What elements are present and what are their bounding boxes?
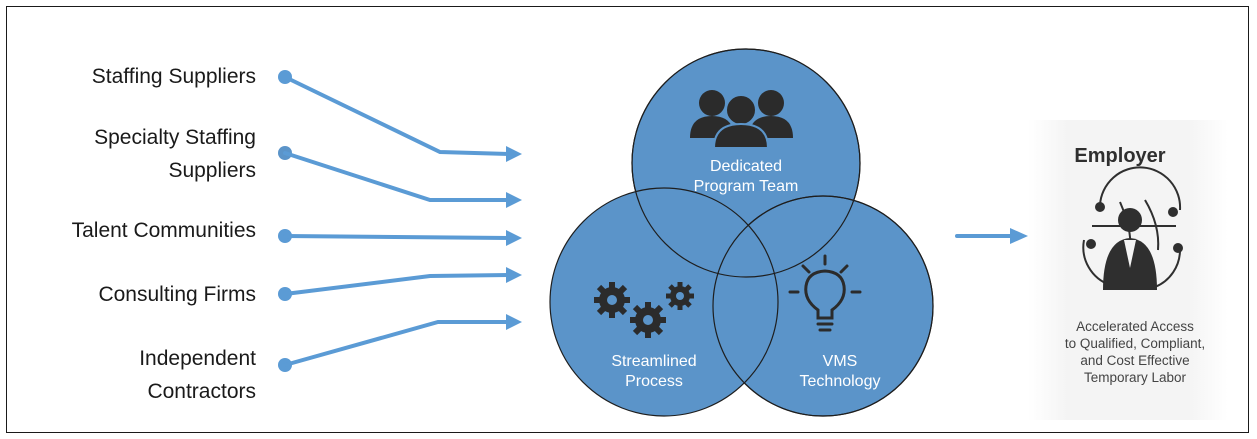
venn-circles [549, 48, 934, 417]
circle-label-streamlined-process: Streamlined Process [611, 353, 697, 390]
source-label-staffing-suppliers: Staffing Suppliers [91, 65, 256, 88]
source-label-consulting-firms: Consulting Firms [98, 283, 256, 306]
source-connectors [278, 70, 522, 372]
arrow-talent-communities [283, 234, 512, 240]
output-arrow [955, 228, 1028, 244]
arrow-staffing-suppliers [283, 75, 512, 156]
circle-streamlined-process [549, 187, 779, 417]
lightbulb-icon [788, 254, 862, 332]
arrow-consulting-firms [283, 273, 512, 296]
globe-person-icon [1082, 166, 1183, 290]
source-label-independent-contractors: Independent Contractors [139, 347, 256, 403]
arrow-independent-contractors [283, 320, 512, 367]
source-label-specialty-staffing: Specialty Staffing Suppliers [94, 126, 256, 182]
arrow-specialty-staffing [283, 151, 512, 202]
source-label-talent-communities: Talent Communities [71, 219, 256, 242]
team-icon [690, 90, 793, 149]
circle-label-vms-technology: VMS Technology [799, 353, 881, 390]
employer-title: Employer [1074, 145, 1166, 167]
gears-icon [594, 282, 694, 338]
employer-description: Accelerated Access to Qualified, Complia… [1064, 319, 1206, 385]
circle-label-dedicated-program-team: Dedicated Program Team [693, 158, 799, 195]
